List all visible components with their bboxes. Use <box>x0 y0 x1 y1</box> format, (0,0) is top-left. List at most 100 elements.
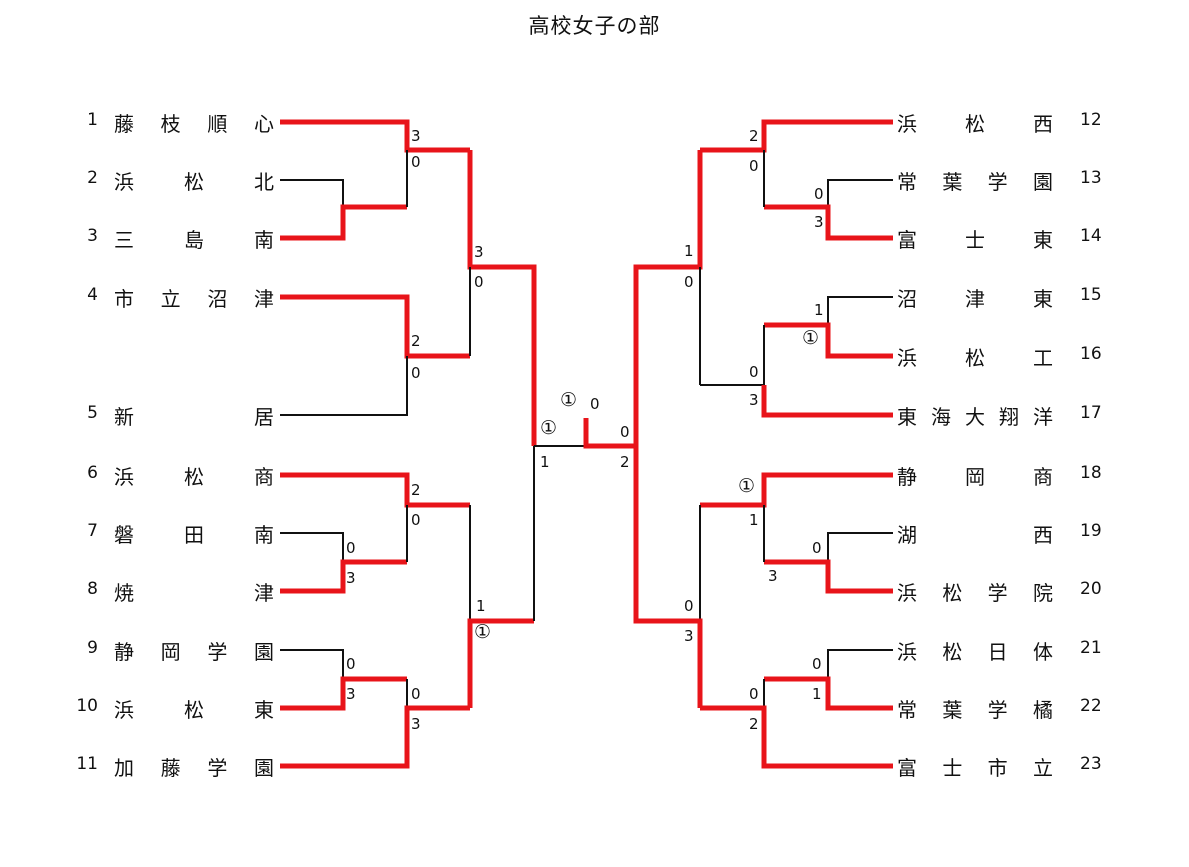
winner-path-23 <box>700 119 893 153</box>
bracket-line-21 <box>827 179 893 207</box>
winner-path-6 <box>467 150 537 446</box>
bracket-line-35 <box>827 649 893 679</box>
seed-number: 5 <box>87 403 98 423</box>
score-r_semi-0: 0 <box>620 423 630 441</box>
winner-path-1 <box>280 204 407 241</box>
winner-path-10 <box>280 472 470 508</box>
winner-path-33 <box>700 472 893 508</box>
team-name: 沼津東 <box>897 287 1053 311</box>
seed-number: 22 <box>1080 696 1102 716</box>
team-name: 浜松東 <box>114 698 274 722</box>
team-name: 藤枝順心 <box>114 112 274 136</box>
score-r_r3_bot-0: 0 <box>684 597 694 615</box>
team-name: 磐田南 <box>114 523 274 547</box>
score-l_semi-1: 1 <box>540 453 550 471</box>
score-r_r3_top-1: 0 <box>684 273 694 291</box>
seed-number: 17 <box>1080 403 1102 423</box>
seed-number: 14 <box>1080 226 1102 246</box>
score-l_r3_bot-1: ① <box>474 621 492 643</box>
bracket-line-12 <box>280 649 344 679</box>
team-name: 浜松工 <box>897 346 1053 370</box>
bracket-line-31 <box>827 532 893 562</box>
bracket-line-0 <box>280 179 344 207</box>
score-l_r2_1v23-0: 3 <box>411 127 421 145</box>
winner-path-2 <box>280 119 470 153</box>
team-name: 東海大翔洋 <box>897 405 1053 429</box>
winner-path-4 <box>280 294 470 359</box>
team-name: 静岡商 <box>897 465 1053 489</box>
score-r_r1_13v14-0: 0 <box>814 185 824 203</box>
score-r_semi-1: 2 <box>620 453 630 471</box>
seed-number: 4 <box>87 285 98 305</box>
score-r_r1_13v14-1: 3 <box>814 213 824 231</box>
score-l_r1_7v8-1: 3 <box>346 569 356 587</box>
seed-number: 16 <box>1080 344 1102 364</box>
team-name: 常葉学園 <box>897 170 1053 194</box>
team-name: 富士市立 <box>897 756 1053 780</box>
bracket-line-5 <box>280 356 408 416</box>
score-r_r1_19v20-0: 0 <box>812 539 822 557</box>
team-name: 浜松日体 <box>897 640 1053 664</box>
team-name: 浜松西 <box>897 112 1053 136</box>
score-r_r1_19v20-1: 3 <box>768 567 778 585</box>
score-l_r3_top-1: 0 <box>474 273 484 291</box>
team-name: 浜松北 <box>114 170 274 194</box>
winner-path-20 <box>583 418 636 449</box>
seed-number: 9 <box>87 638 98 658</box>
winner-path-9 <box>280 559 407 594</box>
team-name: 加藤学園 <box>114 756 274 780</box>
seed-number: 8 <box>87 579 98 599</box>
winner-path-17 <box>467 618 534 708</box>
team-name: 新居 <box>114 405 274 429</box>
seed-number: 23 <box>1080 754 1102 774</box>
score-r_r1_21v22-1: 1 <box>812 685 822 703</box>
winner-path-36 <box>764 676 893 711</box>
score-l_r2_910v11-0: 0 <box>411 685 421 703</box>
winner-path-38 <box>700 705 893 769</box>
score-l_r1_7v8-0: 0 <box>346 539 356 557</box>
team-name: 浜松学院 <box>897 581 1053 605</box>
winner-path-13 <box>280 676 407 711</box>
seed-number: 15 <box>1080 285 1102 305</box>
seed-number: 2 <box>87 168 98 188</box>
team-name: 湖西 <box>897 523 1053 547</box>
seed-number: 6 <box>87 463 98 483</box>
bracket-line-25 <box>827 296 893 325</box>
team-name: 常葉学橘 <box>897 698 1053 722</box>
score-r_r2_12v1314-0: 2 <box>749 127 759 145</box>
winner-path-40 <box>633 446 703 708</box>
page-title: 高校女子の部 <box>528 14 661 38</box>
seed-number: 3 <box>87 226 98 246</box>
score-r_r1_21v22-0: 0 <box>812 655 822 673</box>
score-r_r1_15v16-0: 1 <box>814 301 824 319</box>
score-l_r2_4v5-1: 0 <box>411 364 421 382</box>
score-r_r2_1516v17-1: 3 <box>749 391 759 409</box>
score-r_r2_18v1920-0: ① <box>738 475 756 497</box>
score-l_r2_910v11-1: 3 <box>411 715 421 733</box>
score-l_r2_4v5-0: 2 <box>411 332 421 350</box>
score-r_r1_15v16-1: ① <box>802 327 820 349</box>
team-name: 浜松商 <box>114 465 274 489</box>
team-name: 市立沼津 <box>114 287 274 311</box>
score-r_r2_12v1314-1: 0 <box>749 157 759 175</box>
winner-path-32 <box>764 559 893 594</box>
score-l_r1_9v10-0: 0 <box>346 655 356 673</box>
score-r_r2_18v1920-1: 1 <box>749 511 759 529</box>
score-r_r3_top-0: 1 <box>684 242 694 260</box>
team-name: 三島南 <box>114 228 274 252</box>
score-r_r2_2122v23-1: 2 <box>749 715 759 733</box>
winner-path-29 <box>633 150 703 446</box>
score-r_r3_bot-1: 3 <box>684 627 694 645</box>
seed-number: 12 <box>1080 110 1102 130</box>
score-l_r3_bot-0: 1 <box>476 597 486 615</box>
seed-number: 7 <box>87 521 98 541</box>
score-final-1: 0 <box>590 395 600 413</box>
score-l_r2_6v78-1: 0 <box>411 511 421 529</box>
seed-number: 21 <box>1080 638 1102 658</box>
seed-number: 18 <box>1080 463 1102 483</box>
score-l_r3_top-0: 3 <box>474 243 484 261</box>
team-name: 静岡学園 <box>114 640 274 664</box>
score-r_r2_1516v17-0: 0 <box>749 363 759 381</box>
seed-number: 10 <box>76 696 98 716</box>
